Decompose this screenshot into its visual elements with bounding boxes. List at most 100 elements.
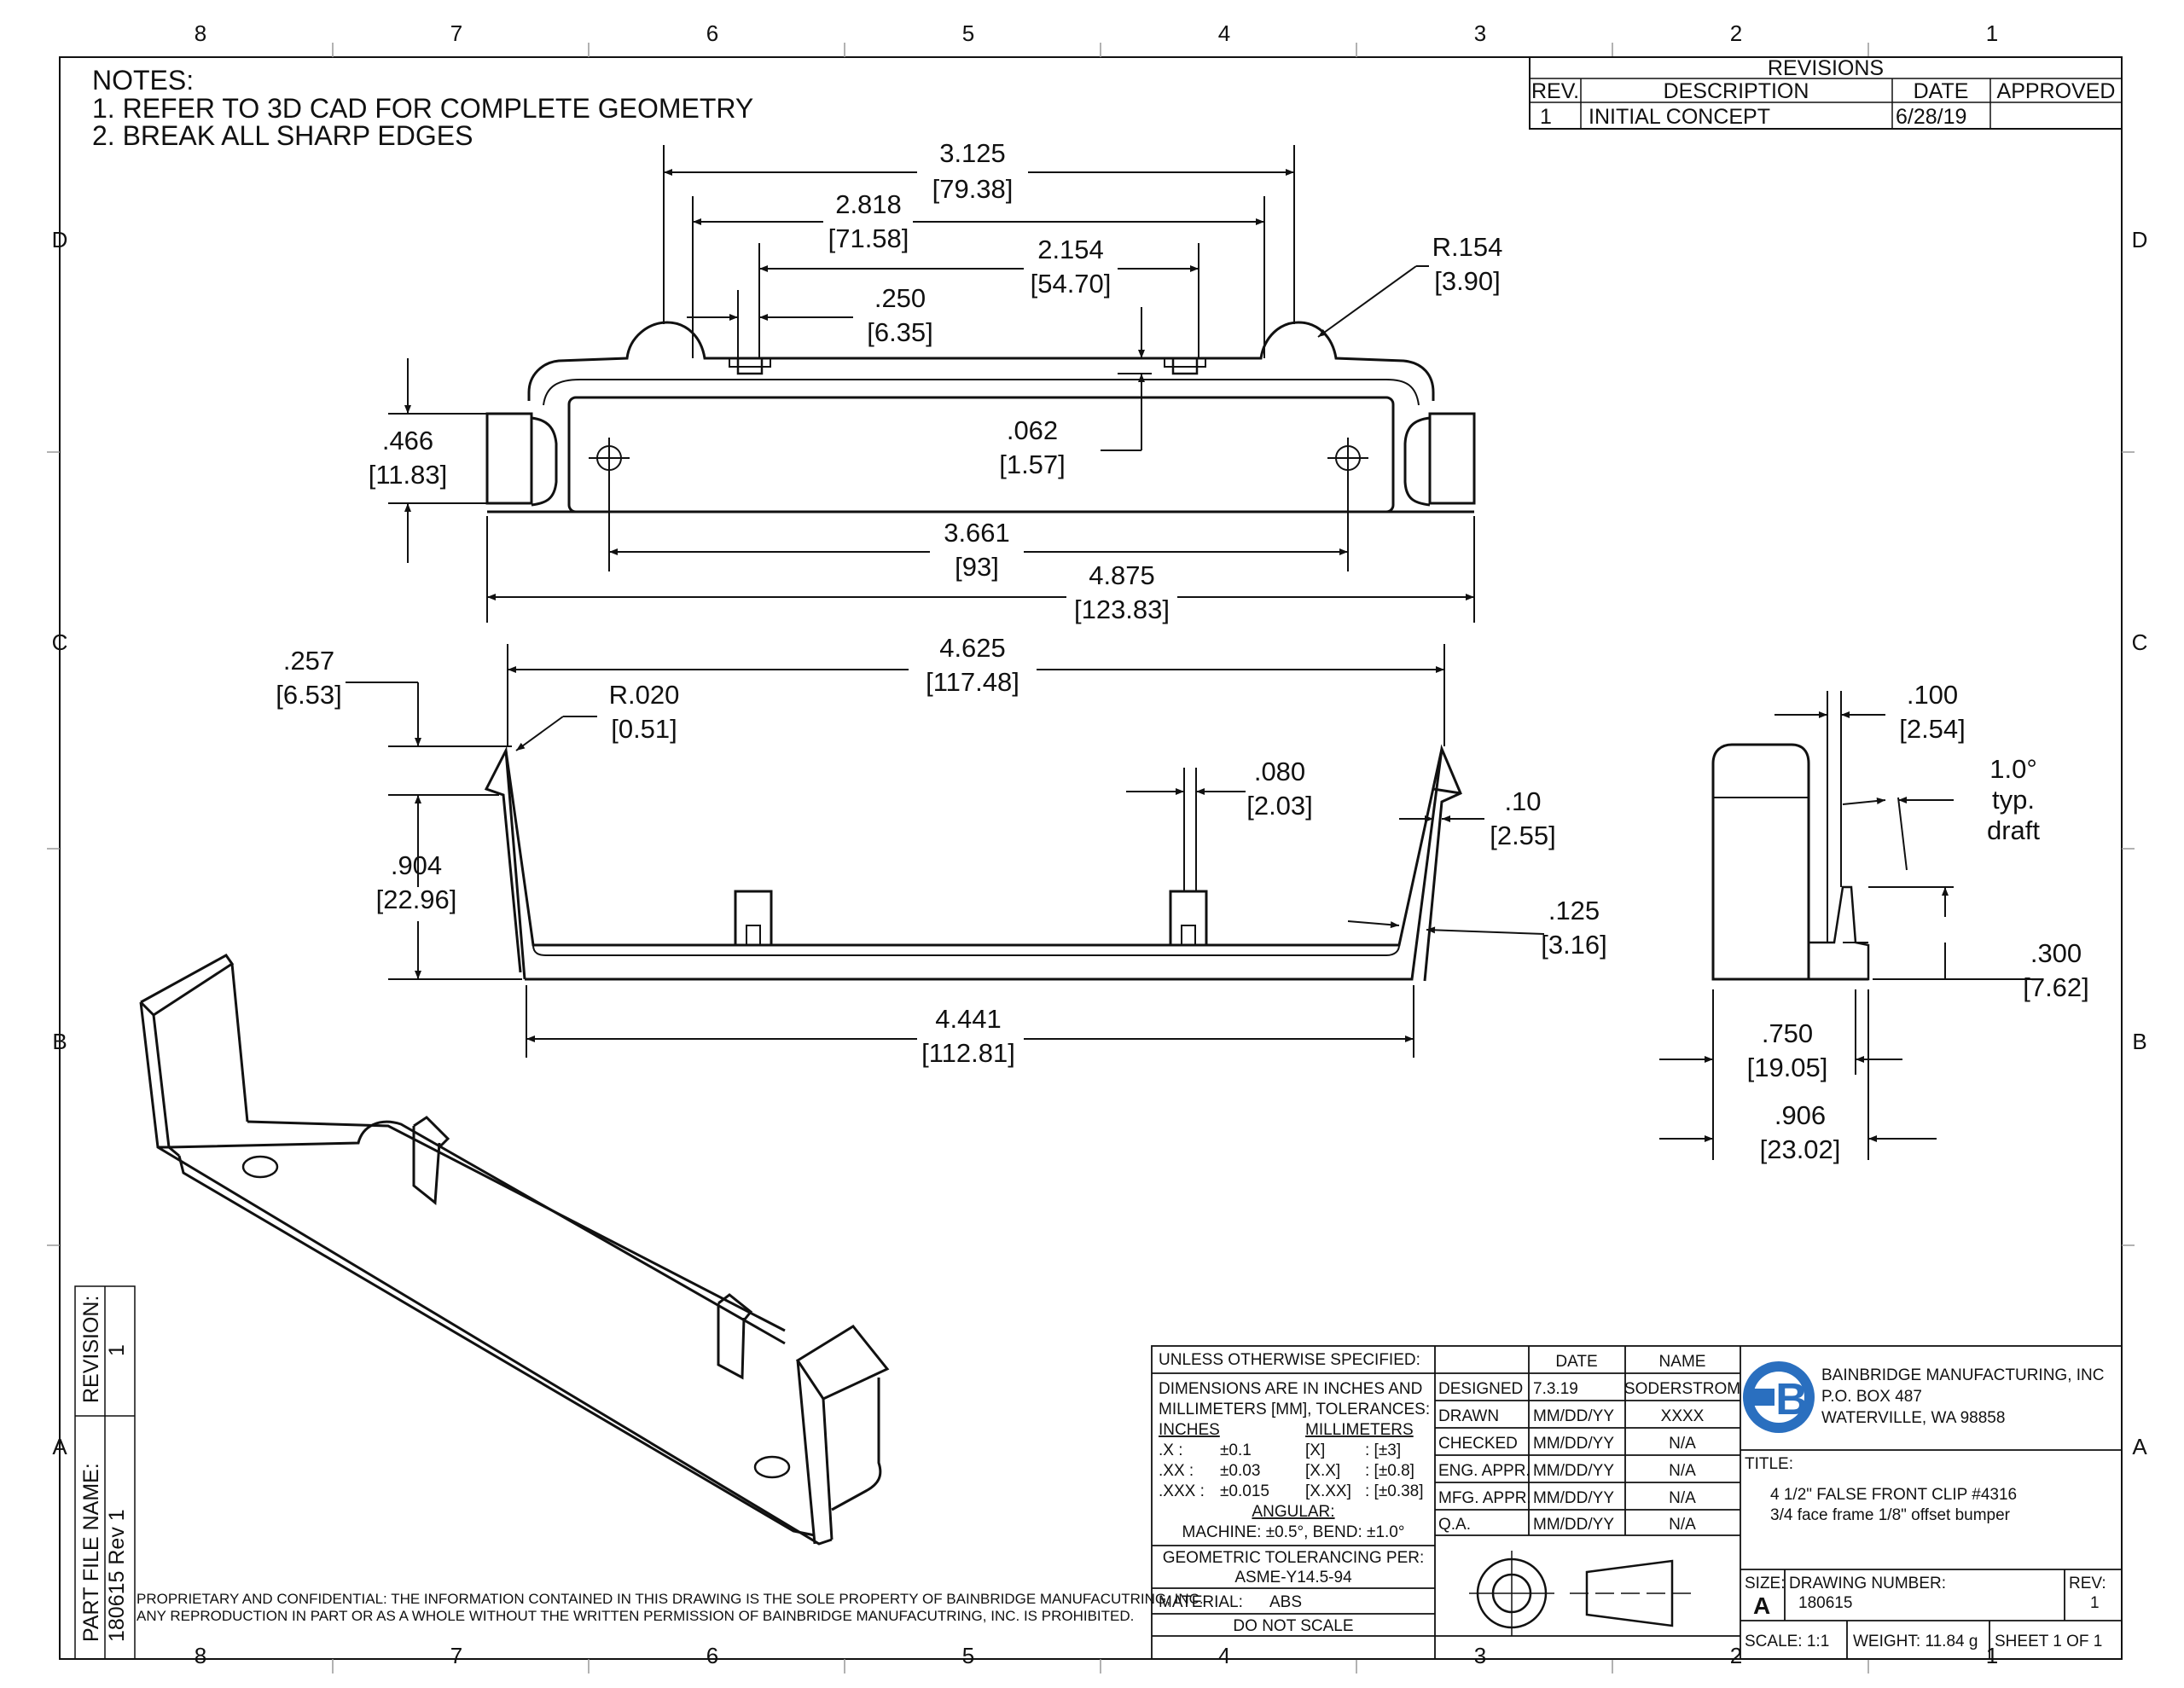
tol-cell: .XX : — [1159, 1462, 1194, 1480]
tol-inches-label: INCHES — [1159, 1421, 1220, 1439]
title-block: B UNLESS OTHERWISE SPECIFIED: DIMENSIONS… — [1151, 1345, 2123, 1660]
dim-text: [11.83] — [369, 460, 448, 490]
tol-cell: .XXX : — [1159, 1482, 1205, 1500]
rev-label: REV: — [2069, 1575, 2106, 1592]
side-title-block: REVISION: 1 PART FILE NAME: 180615 Rev 1 — [74, 1285, 136, 1660]
note-item: 1. REFER TO 3D CAD FOR COMPLETE GEOMETRY — [92, 93, 753, 124]
tol-cell: [X.X] — [1305, 1462, 1340, 1480]
note-item: 2. BREAK ALL SHARP EDGES — [92, 120, 473, 151]
proprietary-notice: PROPRIETARY AND CONFIDENTIAL: THE INFORM… — [136, 1591, 1204, 1624]
dim-text: [54.70] — [1031, 269, 1112, 299]
approval-date: MM/DD/YY — [1533, 1435, 1614, 1453]
company-address: WATERVILLE, WA 98858 — [1821, 1409, 2005, 1427]
dim-text: [93] — [955, 552, 999, 582]
approval-name: N/A — [1669, 1462, 1696, 1480]
approval-name: SODERSTROM — [1624, 1380, 1740, 1398]
weight: WEIGHT: 11.84 g — [1853, 1633, 1978, 1650]
dim-text: [117.48] — [926, 667, 1019, 697]
rev-value: 1 — [2090, 1594, 2100, 1612]
zone-row-label: C — [52, 629, 68, 655]
dim-text: .080 — [1254, 757, 1305, 786]
tol-geo-value: ASME-Y14.5-94 — [1234, 1569, 1352, 1586]
zone-col-label: 5 — [962, 20, 974, 46]
rev-header: DESCRIPTION — [1664, 79, 1809, 103]
front-view: 4.625 [117.48] .257 [6.53] R.020 [0.51] … — [276, 633, 1607, 1068]
zone-col-label: 6 — [706, 1643, 718, 1668]
dim-text: .10 — [1504, 786, 1541, 816]
sheet-border — [59, 56, 2123, 1660]
title-label: TITLE: — [1745, 1455, 1793, 1473]
zone-col-label: 1 — [1986, 20, 1998, 46]
company-address: P.O. BOX 487 — [1821, 1388, 1922, 1406]
rev-header: DATE — [1914, 79, 1969, 103]
zone-col-label: 7 — [450, 1643, 462, 1668]
dim-text: [112.81] — [921, 1038, 1015, 1068]
approvals-date-header: DATE — [1555, 1353, 1597, 1371]
approval-date: 7.3.19 — [1533, 1380, 1578, 1398]
dim-text: [3.90] — [1434, 266, 1501, 296]
zone-col-label: 3 — [1474, 20, 1486, 46]
dim-text: 3.661 — [944, 518, 1010, 548]
dim-text: 1.0° — [1989, 754, 2037, 784]
approval-date: MM/DD/YY — [1533, 1407, 1614, 1425]
dim-text: [2.55] — [1490, 821, 1556, 850]
dim-text: .906 — [1774, 1100, 1826, 1130]
tol-cell: : [±3] — [1365, 1441, 1401, 1459]
zone-row-label: D — [52, 227, 68, 252]
side-view: .100 [2.54] 1.0° typ. draft .300 [7.62] … — [1659, 680, 2089, 1164]
dim-text: .466 — [382, 426, 433, 455]
dim-text: [3.16] — [1541, 930, 1607, 960]
dim-text: [2.54] — [1899, 714, 1966, 744]
proprietary-line: PROPRIETARY AND CONFIDENTIAL: THE INFORM… — [136, 1591, 1204, 1607]
dim-text: .062 — [1007, 415, 1058, 445]
dim-text: [79.38] — [932, 174, 1014, 204]
dim-text: [1.57] — [999, 450, 1066, 479]
dim-text: 4.441 — [935, 1004, 1002, 1034]
dim-text: typ. — [1992, 785, 2035, 815]
approval-name: XXXX — [1661, 1407, 1705, 1425]
company-name: BAINBRIDGE MANUFACTURING, INC — [1821, 1366, 2104, 1384]
zone-col-label: 8 — [195, 1643, 206, 1668]
isometric-view — [139, 954, 890, 1546]
revision-label: REVISION: — [79, 1296, 103, 1403]
zone-col-label: 5 — [962, 1643, 974, 1668]
notes-title: NOTES: — [92, 65, 194, 96]
approval-name: N/A — [1669, 1489, 1696, 1507]
dim-text: 3.125 — [939, 138, 1006, 168]
revision-value: 1 — [105, 1344, 129, 1356]
approval-date: MM/DD/YY — [1533, 1516, 1614, 1534]
dim-text: 4.625 — [939, 633, 1006, 663]
dim-text: [7.62] — [2023, 972, 2089, 1002]
file-value: 180615 Rev 1 — [105, 1509, 129, 1642]
size-label: SIZE: — [1745, 1575, 1786, 1592]
approval-role: DRAWN — [1438, 1407, 1499, 1425]
dim-text: R.154 — [1432, 232, 1503, 262]
dim-text: [71.58] — [828, 223, 909, 253]
approval-role: DESIGNED — [1438, 1380, 1523, 1398]
tol-geo-label: GEOMETRIC TOLERANCING PER: — [1163, 1549, 1425, 1567]
rev-cell: 6/28/19 — [1896, 105, 1966, 129]
dwg-label: DRAWING NUMBER: — [1789, 1575, 1946, 1592]
tol-angular-value: MACHINE: ±0.5°, BEND: ±1.0° — [1182, 1523, 1405, 1541]
approval-date: MM/DD/YY — [1533, 1462, 1614, 1480]
dim-text: .300 — [2030, 938, 2082, 968]
tol-cell: [X.XX] — [1305, 1482, 1351, 1500]
zone-col-label: 3 — [1474, 1643, 1486, 1668]
dim-text: 2.818 — [835, 189, 902, 219]
approval-name: N/A — [1669, 1435, 1696, 1453]
approval-role: ENG. APPR. — [1438, 1462, 1531, 1480]
approval-date: MM/DD/YY — [1533, 1489, 1614, 1507]
tol-mm-label: MILLIMETERS — [1305, 1421, 1414, 1439]
dim-text: .125 — [1548, 896, 1600, 925]
tol-line: DIMENSIONS ARE IN INCHES AND — [1159, 1380, 1422, 1398]
outer-border — [4, 4, 2180, 1684]
approvals-name-header: NAME — [1659, 1353, 1706, 1371]
dim-text: [19.05] — [1747, 1053, 1828, 1082]
dim-text: .250 — [874, 283, 926, 313]
dim-text: 2.154 — [1037, 235, 1104, 264]
dim-text: .257 — [283, 646, 334, 676]
dim-text: [6.35] — [867, 317, 933, 347]
material-label: MATERIAL: — [1159, 1593, 1243, 1611]
approval-role: Q.A. — [1438, 1516, 1471, 1534]
rev-header: REV. — [1531, 79, 1579, 103]
